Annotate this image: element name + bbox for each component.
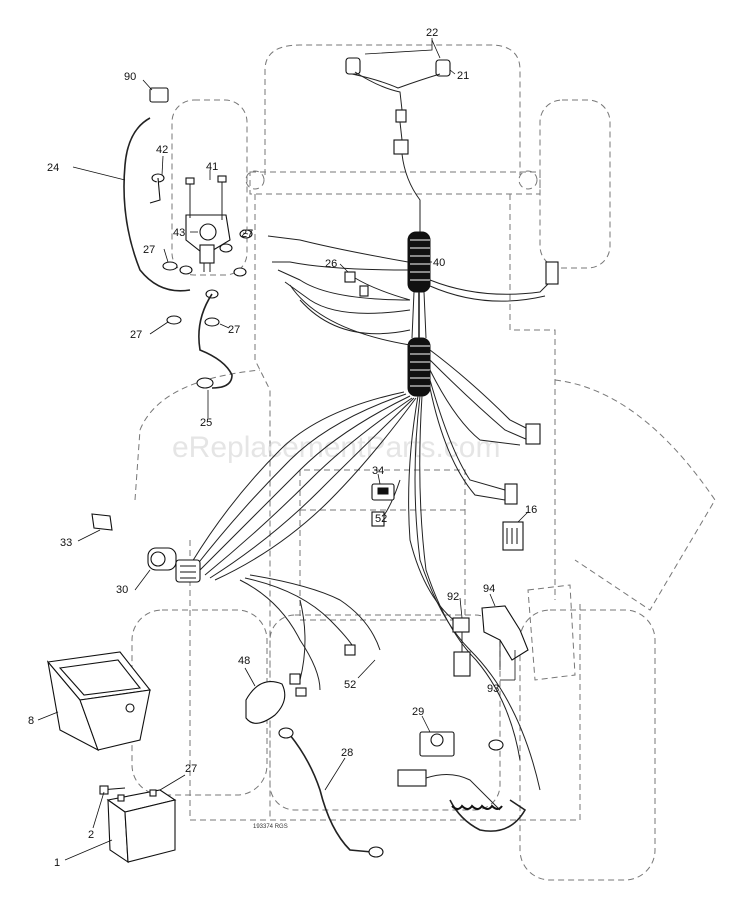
callout-21: 21 — [457, 70, 469, 82]
watermark-text: eReplacementParts.com — [172, 431, 500, 464]
callout-34: 34 — [372, 465, 384, 477]
callout-29: 29 — [412, 706, 424, 718]
callout-52-b: 52 — [344, 679, 356, 691]
pto-switch — [397, 731, 527, 832]
callout-40: 40 — [433, 257, 445, 269]
clip-52 — [371, 511, 385, 527]
callout-33: 33 — [60, 537, 72, 549]
callout-8: 8 — [28, 715, 34, 727]
callout-22: 22 — [426, 27, 438, 39]
battery — [99, 785, 177, 864]
callout-28: 28 — [341, 747, 353, 759]
callout-16: 16 — [525, 504, 537, 516]
callout-27-b: 27 — [143, 244, 155, 256]
callout-26: 26 — [325, 258, 337, 270]
tractor-outline — [131, 44, 716, 881]
callout-93: 93 — [487, 683, 499, 695]
callout-27-d: 27 — [228, 324, 240, 336]
callout-52-a: 52 — [375, 513, 387, 525]
battery-box — [46, 651, 152, 752]
callout-24: 24 — [47, 162, 59, 174]
callout-1: 1 — [54, 857, 60, 869]
cable-25 — [198, 293, 233, 389]
callout-94: 94 — [483, 583, 495, 595]
cable-24 — [123, 117, 191, 292]
callout-92: 92 — [447, 591, 459, 603]
callout-41: 41 — [206, 161, 218, 173]
callout-25: 25 — [200, 417, 212, 429]
main-harness — [191, 153, 559, 791]
cable-28 — [289, 734, 373, 853]
callout-48: 48 — [238, 655, 250, 667]
callout-42: 42 — [156, 144, 168, 156]
seat-switch-assembly — [452, 605, 529, 680]
drawing-number: 193374 RGS — [253, 824, 288, 830]
callout-90: 90 — [124, 71, 136, 83]
callout-numbers: 22 21 90 24 42 41 43 27 27 27 27 26 40 2… — [28, 27, 537, 869]
headlight-assembly — [345, 57, 451, 155]
ignition-switch — [147, 547, 201, 583]
callout-27-c: 27 — [130, 329, 142, 341]
leader-lines — [37, 38, 529, 861]
callout-27-e: 27 — [185, 763, 197, 775]
callout-43: 43 — [173, 227, 185, 239]
callout-2: 2 — [88, 829, 94, 841]
callout-30: 30 — [116, 584, 128, 596]
starter-solenoid — [149, 87, 253, 327]
part-33 — [91, 513, 113, 531]
fuse-holder-48 — [245, 681, 286, 724]
callout-27-a: 27 — [241, 228, 253, 240]
